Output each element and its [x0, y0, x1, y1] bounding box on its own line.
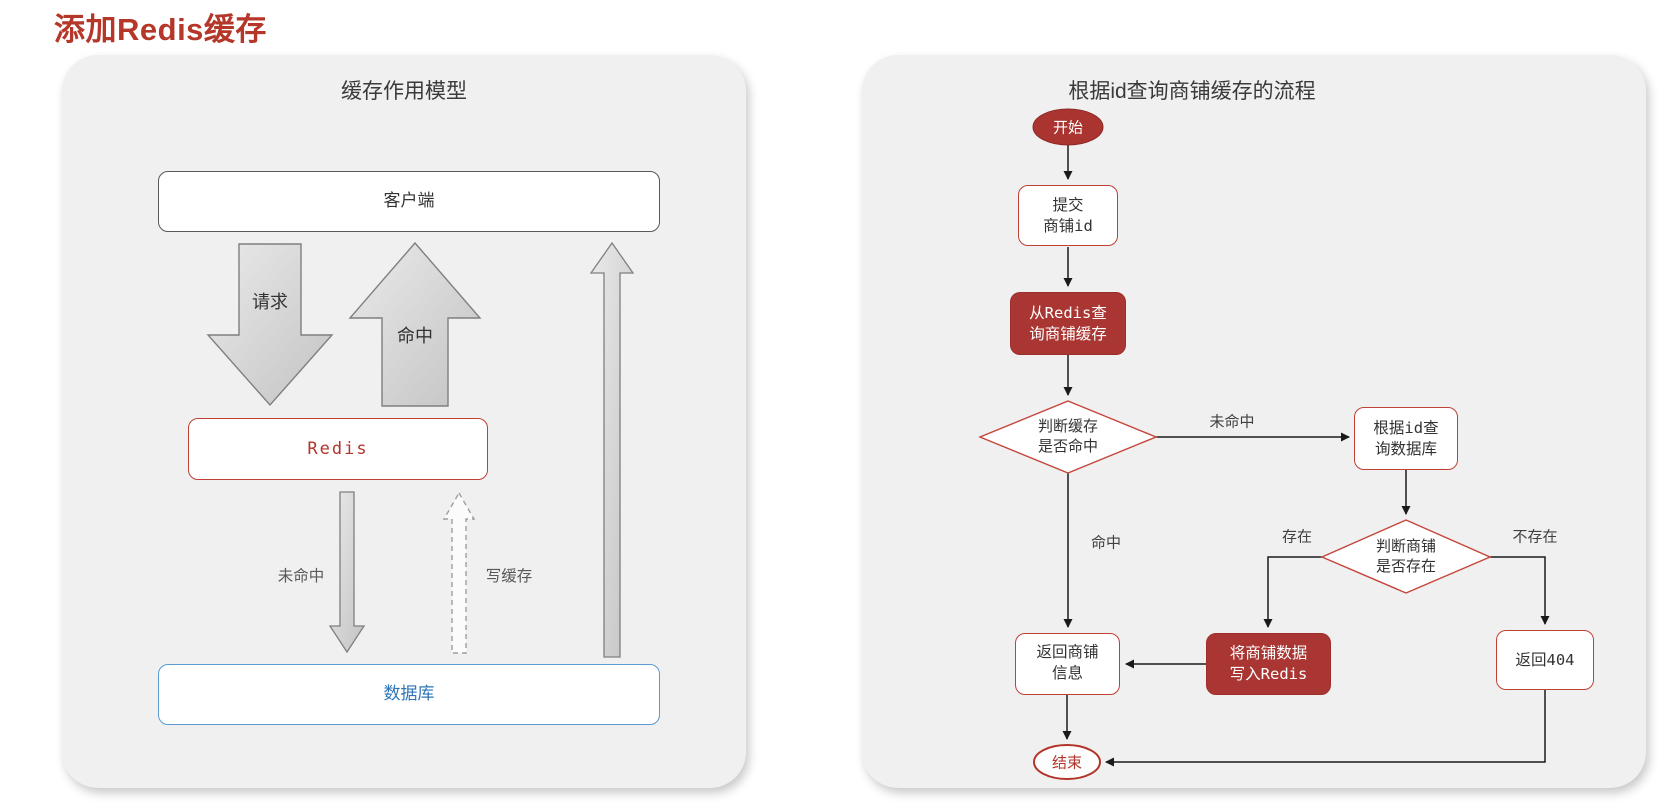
- query-db-box: 根据id查 询数据库: [1354, 407, 1458, 470]
- flowchart-title: 根据id查询商铺缓存的流程: [1068, 80, 1316, 103]
- database-box: 数据库: [158, 664, 660, 725]
- edge-label-not-exists: 不存在: [1512, 528, 1558, 546]
- query-cache-box: 从Redis查 询商铺缓存: [1010, 292, 1126, 355]
- check-exist-label: 判断商铺 是否存在: [1375, 537, 1437, 575]
- hit-arrow-label: 命中: [397, 326, 433, 346]
- check-hit-label: 判断缓存 是否命中: [1037, 417, 1099, 455]
- check-hit-diamond: [978, 400, 1158, 474]
- client-box: 客户端: [158, 171, 660, 232]
- hit-arrow-shape: [348, 241, 482, 407]
- cache-model-panel: 缓存作用模型 客户端 Redis 数据库 请求 命中 未命中 写缓存: [62, 55, 746, 788]
- flowchart-panel: 根据id查询商铺缓存的流程 开始 结束 提交: [862, 55, 1646, 788]
- edge-label-exists: 存在: [1281, 528, 1313, 546]
- edge-notexists-to-404: [1490, 556, 1550, 625]
- check-exist-diamond: [1320, 519, 1492, 594]
- write-redis-box: 将商铺数据 写入Redis: [1206, 633, 1331, 695]
- end-label: 结束: [1051, 754, 1083, 772]
- cache-model-arrows-layer: [206, 241, 635, 658]
- end-ellipse: [1033, 744, 1101, 780]
- cache-model-title: 缓存作用模型: [341, 80, 467, 103]
- request-arrow-label: 请求: [252, 292, 288, 312]
- start-ellipse: [1032, 108, 1104, 146]
- redis-box: Redis: [188, 418, 488, 480]
- return-404-box: 返回404: [1496, 630, 1594, 690]
- edge-label-miss: 未命中: [1209, 413, 1255, 431]
- edge-404-to-end: [1105, 690, 1546, 767]
- miss-arrow-label: 未命中: [277, 568, 325, 585]
- return-shop-box: 返回商铺 信息: [1015, 633, 1120, 695]
- start-label: 开始: [1052, 119, 1084, 137]
- edge-label-hit: 命中: [1090, 534, 1122, 552]
- miss-arrow-shape: [328, 491, 366, 654]
- edge-exists-to-writeredis: [1263, 556, 1322, 628]
- page-title: 添加Redis缓存: [54, 12, 267, 47]
- request-arrow-shape: [206, 243, 334, 407]
- flowchart-connector-layer: [978, 108, 1550, 780]
- write-cache-arrow-shape: [442, 491, 476, 654]
- submit-id-box: 提交 商铺id: [1018, 185, 1118, 246]
- db-to-client-arrow-shape: [589, 241, 635, 658]
- write-cache-arrow-label: 写缓存: [485, 568, 533, 585]
